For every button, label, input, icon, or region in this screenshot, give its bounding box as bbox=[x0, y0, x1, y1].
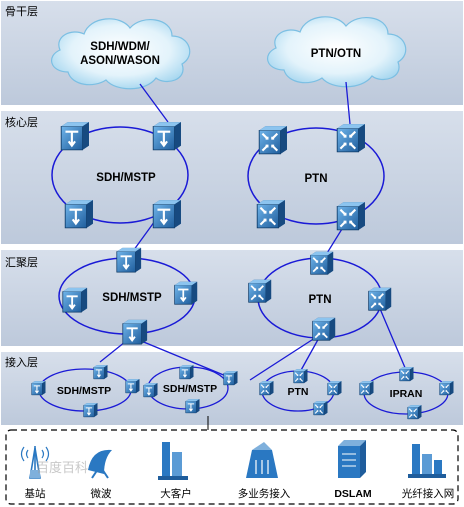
sdh-device-icon bbox=[143, 382, 158, 398]
access-layer-label: 接入层 bbox=[5, 356, 38, 369]
watermark: 百度百科 bbox=[36, 460, 88, 476]
sdh-device-icon bbox=[115, 246, 142, 274]
backbone-layer-label: 骨干层 bbox=[5, 5, 38, 18]
ptn-device-icon bbox=[247, 278, 272, 304]
ptn-device-icon bbox=[258, 125, 288, 155]
ptn-device-icon bbox=[259, 380, 274, 396]
ptn-device-icon bbox=[439, 380, 454, 396]
sdh-cloud-label-line2: ASON/WASON bbox=[80, 55, 160, 67]
fiber-access-network-icon bbox=[408, 444, 446, 478]
multi-service-access-icon bbox=[246, 442, 278, 478]
sdh-device-icon bbox=[121, 318, 148, 346]
access-type-label: DSLAM bbox=[334, 488, 372, 500]
acc-ipran-ring-label: IPRAN bbox=[390, 388, 423, 400]
sdh-cloud-label-line1: SDH/WDM/ bbox=[90, 41, 150, 53]
sdh-device-icon bbox=[31, 380, 46, 396]
sdh-device-icon bbox=[60, 121, 90, 151]
acc-ptn-ring-label: PTN bbox=[288, 386, 309, 398]
sdh-device-icon bbox=[179, 364, 194, 380]
ptn-device-icon bbox=[313, 400, 328, 416]
access-type-label: 光纤接入网 bbox=[402, 487, 455, 500]
core-ptn-ring-label: PTN bbox=[305, 173, 328, 185]
aggregation-layer-label: 汇聚层 bbox=[5, 256, 38, 269]
sdh-device-icon bbox=[125, 378, 140, 394]
ptn-device-icon bbox=[336, 201, 366, 231]
sdh-device-icon bbox=[64, 199, 94, 229]
ptn-device-icon bbox=[399, 366, 414, 382]
agg-sdh-ring-label: SDH/MSTP bbox=[102, 292, 162, 304]
dslam-icon bbox=[338, 440, 366, 478]
sdh-device-icon bbox=[61, 286, 88, 314]
core-ptn-ring bbox=[247, 127, 385, 225]
agg-ptn-ring-label: PTN bbox=[309, 294, 332, 306]
sdh-device-icon bbox=[173, 280, 198, 306]
microwave-dish-icon bbox=[88, 449, 112, 479]
core-sdh-ring-label: SDH/MSTP bbox=[96, 172, 156, 184]
acc-sdh-ring-1-label: SDH/MSTP bbox=[57, 385, 111, 397]
ptn-backbone-cloud: PTN/OTN bbox=[267, 16, 407, 88]
sdh-device-icon bbox=[185, 398, 200, 414]
ptn-device-icon bbox=[309, 250, 334, 276]
ptn-device-icon bbox=[367, 286, 392, 312]
ptn-device-icon bbox=[327, 380, 342, 396]
ptn-cloud-label: PTN/OTN bbox=[311, 48, 361, 60]
access-type-label: 基站 bbox=[25, 487, 46, 500]
access-layer-band bbox=[1, 352, 463, 425]
sdh-device-icon bbox=[83, 402, 98, 418]
ptn-device-icon bbox=[293, 368, 308, 384]
enterprise-building-icon bbox=[158, 442, 188, 480]
acc-sdh-ring-2-label: SDH/MSTP bbox=[163, 383, 217, 395]
core-layer-label: 核心层 bbox=[5, 115, 38, 129]
ptn-device-icon bbox=[407, 404, 422, 420]
sdh-device-icon bbox=[152, 199, 182, 229]
sdh-device-icon bbox=[152, 121, 182, 151]
sdh-backbone-cloud: SDH/WDM/ ASON/WASON bbox=[51, 18, 191, 90]
ptn-device-icon bbox=[311, 316, 336, 342]
sdh-device-icon bbox=[223, 370, 238, 386]
access-type-label: 微波 bbox=[91, 487, 112, 500]
base-station-icon bbox=[20, 446, 50, 479]
ptn-device-icon bbox=[359, 380, 374, 396]
core-sdh-ring bbox=[51, 126, 189, 224]
access-type-label: 多业务接入 bbox=[238, 487, 291, 500]
sdh-device-icon bbox=[93, 364, 108, 380]
ptn-device-icon bbox=[256, 199, 286, 229]
ptn-device-icon bbox=[336, 123, 366, 153]
access-type-label: 大客户 bbox=[160, 487, 192, 500]
